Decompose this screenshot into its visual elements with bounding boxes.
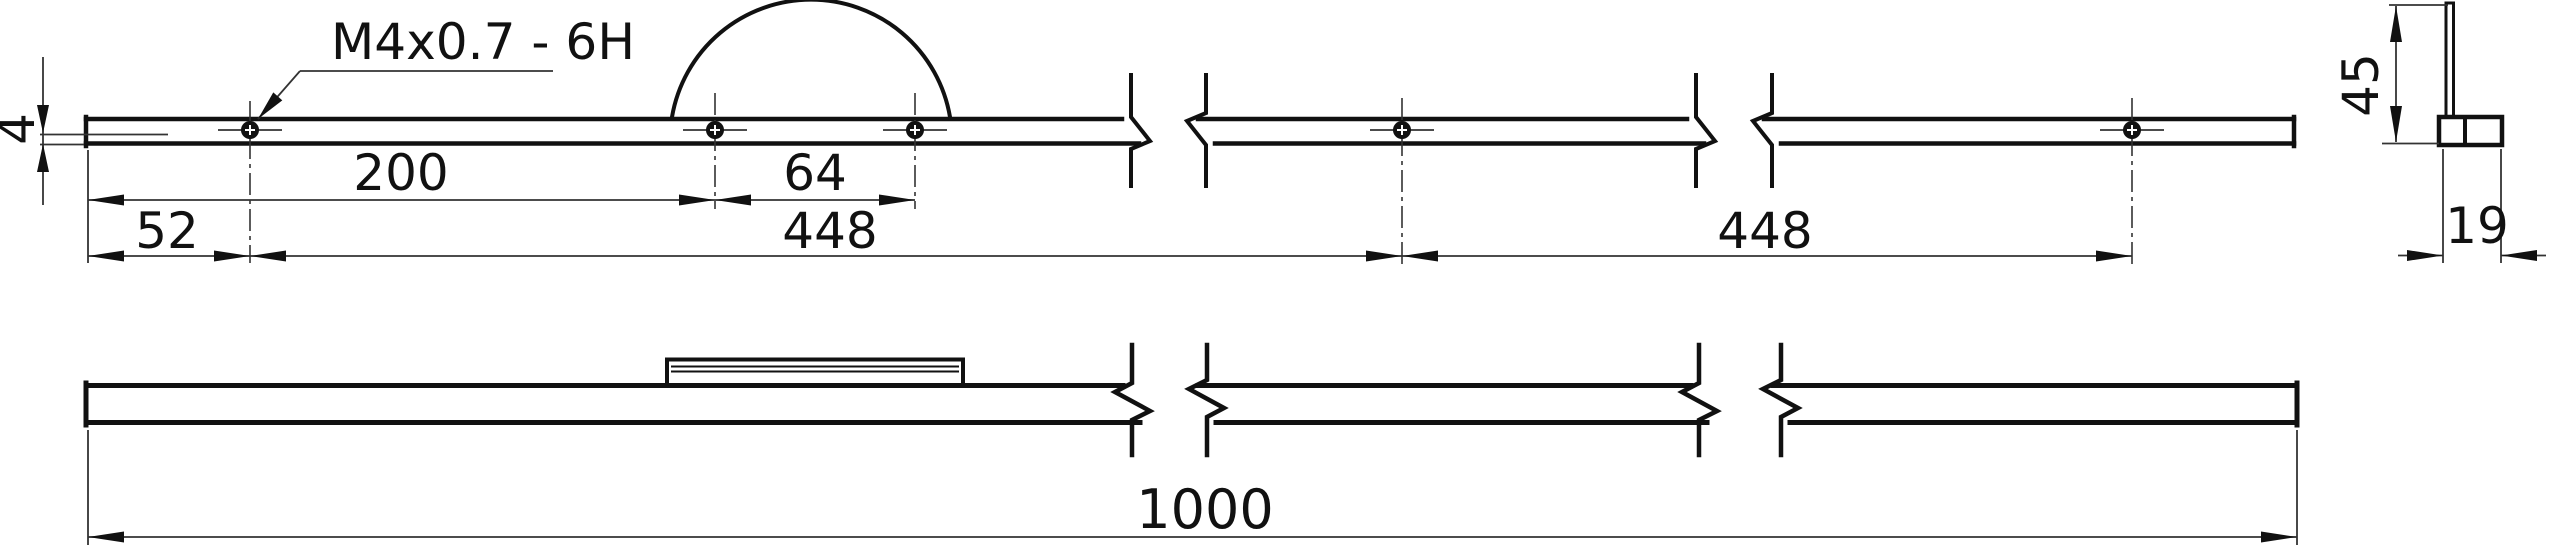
front-view: M4x0.7 - 6H 4 200 64 — [0, 0, 2297, 264]
break-line-icon — [1749, 73, 1774, 188]
dim-arrow-icon — [2407, 250, 2443, 261]
thread-callout-text: M4x0.7 - 6H — [331, 13, 635, 71]
threaded-hole-e — [2100, 98, 2164, 264]
dim-text-64: 64 — [783, 144, 847, 202]
plan-view: 1000 — [83, 342, 2300, 545]
break-line-icon — [1183, 73, 1208, 188]
dim-arrow-icon — [2390, 6, 2402, 42]
thread-callout: M4x0.7 - 6H — [257, 13, 635, 120]
dim-text-1000: 1000 — [1136, 478, 1273, 541]
dim-arrow-icon — [879, 194, 915, 206]
handle-arc — [669, 0, 953, 120]
dim-text-4: 4 — [0, 113, 46, 145]
dim-text-448-left: 448 — [782, 202, 877, 260]
dim-arrow-icon — [214, 250, 250, 262]
dim-arrow-icon — [679, 194, 715, 206]
dim-thickness-4: 4 — [0, 57, 49, 205]
dim-text-45: 45 — [2332, 53, 2390, 117]
break-line-icon — [1677, 342, 1722, 458]
blade-profile — [2444, 1, 2455, 119]
break-line-icon — [1129, 73, 1154, 188]
dim-text-19: 19 — [2445, 197, 2509, 255]
handle-plate — [665, 357, 965, 388]
threaded-hole-d — [1370, 98, 1434, 264]
dim-arrow-icon — [88, 194, 124, 206]
break-line-icon — [1694, 73, 1719, 188]
dim-arrow-icon — [2501, 250, 2537, 261]
threaded-hole-b — [683, 93, 747, 209]
dim-arrow-icon — [715, 194, 751, 206]
dim-arrow-icon — [2096, 250, 2132, 262]
dim-row-200-64: 200 64 — [87, 144, 915, 263]
dim-width-19: 19 — [2398, 149, 2546, 263]
threaded-hole-c — [883, 93, 947, 209]
base-profile — [2436, 114, 2505, 148]
plan-bar-segment-1 — [83, 342, 1155, 458]
dim-arrow-icon — [37, 105, 49, 133]
plan-bar-segment-2 — [1184, 342, 1722, 458]
dim-arrow-icon — [37, 144, 49, 172]
threaded-hole-a — [218, 101, 282, 263]
dim-arrow-icon — [2261, 531, 2297, 543]
dim-arrow-icon — [250, 250, 286, 262]
dim-overall-1000: 1000 — [87, 430, 2298, 545]
dim-text-200: 200 — [353, 144, 448, 202]
dim-arrow-icon — [88, 531, 124, 543]
dim-row-52-448-448: 52 448 448 — [88, 202, 2132, 262]
dim-text-52: 52 — [135, 202, 199, 260]
dim-arrow-icon — [1366, 250, 1402, 262]
front-bar-segment-2 — [1183, 73, 1719, 188]
break-line-icon — [1758, 342, 1803, 458]
dim-arrow-icon — [1402, 250, 1438, 262]
break-line-icon — [1184, 342, 1229, 458]
leader-arrow-icon — [258, 92, 283, 119]
break-line-icon — [1110, 342, 1155, 458]
side-view: 45 19 — [2332, 1, 2546, 263]
front-bar-segment-3 — [1749, 73, 2297, 188]
dim-height-45: 45 — [2332, 4, 2448, 145]
dim-arrow-icon — [88, 250, 124, 262]
dim-arrow-icon — [2390, 106, 2402, 142]
dim-text-448-right: 448 — [1717, 202, 1812, 260]
plan-bar-segment-3 — [1758, 342, 2300, 458]
